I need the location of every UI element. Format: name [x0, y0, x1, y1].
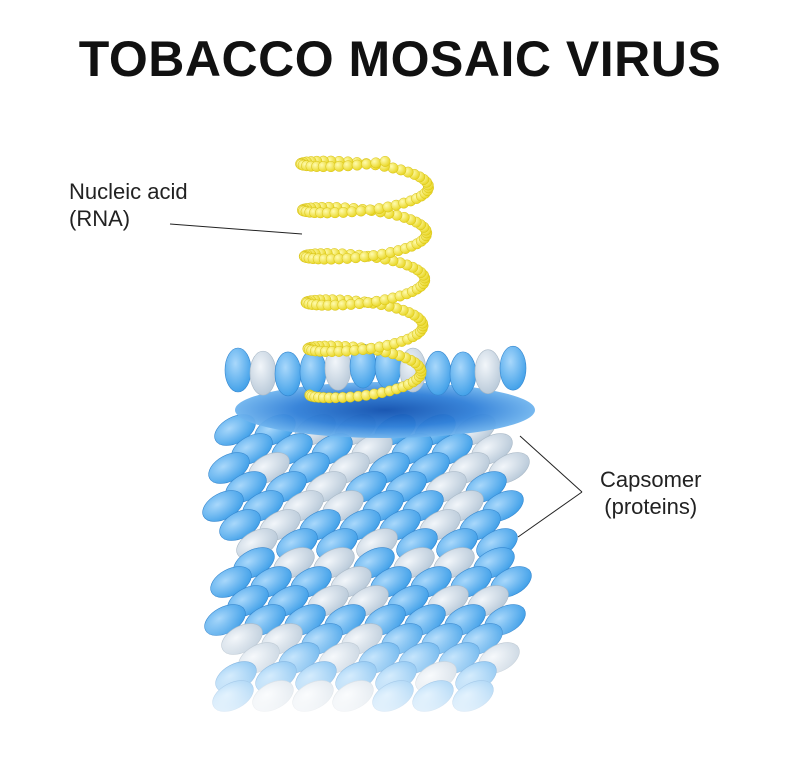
rim-capsomer [249, 350, 277, 396]
rim-capsomer [424, 350, 452, 396]
rim-capsomer [499, 345, 527, 391]
capsomer-label-line2: (proteins) [604, 494, 698, 519]
capsomer-label-line1: Capsomer [600, 467, 702, 492]
bottom-fade [200, 620, 560, 730]
capsomer-pointer-line-2 [517, 491, 583, 538]
rim-capsomer [224, 347, 252, 393]
diagram-title: TOBACCO MOSAIC VIRUS [78, 31, 722, 87]
rna-label-line1: Nucleic acid [69, 179, 188, 204]
rna-bead [379, 155, 391, 167]
rim-capsomer [474, 349, 502, 394]
rna-bead [342, 160, 354, 172]
rim-capsomer [274, 351, 302, 397]
rna-pointer-line [169, 223, 303, 235]
rna-bead [364, 204, 376, 216]
capsomer-pointer-line-1 [519, 435, 583, 493]
rna-helix [295, 155, 434, 404]
rna-bead [355, 205, 367, 217]
rna-bead [370, 157, 382, 169]
capsomer-label: Capsomer (proteins) [600, 466, 701, 520]
rna-bead [351, 159, 363, 171]
rna-label-line2: (RNA) [69, 206, 131, 231]
rim-capsomer [449, 351, 477, 397]
capsid-rim [224, 343, 527, 397]
rna-label: Nucleic acid (RNA) [69, 178, 188, 232]
rna-bead [361, 158, 373, 170]
